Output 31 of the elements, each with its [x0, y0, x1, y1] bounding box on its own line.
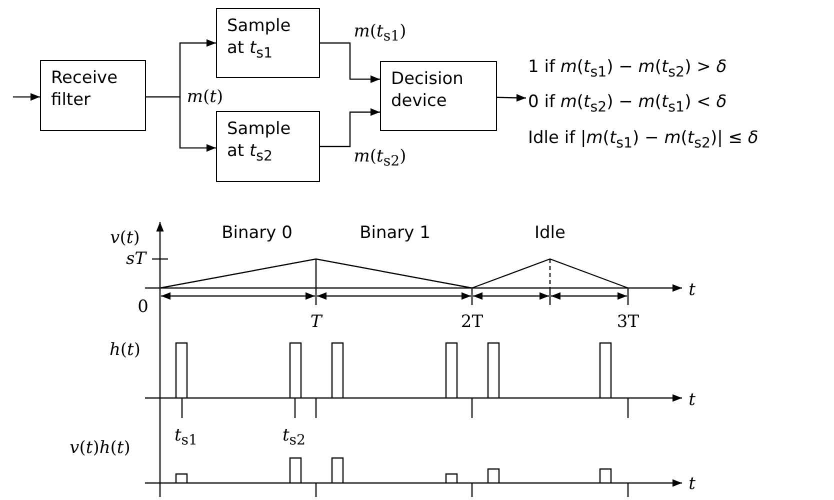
- tick-label: t$_{s1}$: [174, 425, 198, 449]
- edge-label: m(t$_{s2}$): [354, 146, 406, 170]
- axis-label: h(t): [109, 340, 141, 360]
- axis-label: t: [688, 390, 696, 410]
- axis-label: t: [688, 474, 696, 494]
- axis-label: v(t): [110, 228, 140, 248]
- tick-label: t$_{s2}$: [282, 425, 306, 449]
- process-box: Sample at t$_{s1}$: [216, 8, 320, 78]
- condition-text: 0 if m(t$_{s2}$) − m(t$_{s1}$) < δ: [528, 91, 728, 118]
- axis-label: v(t)h(t): [70, 438, 130, 458]
- condition-text: Idle if |m(t$_{s1}$) − m(t$_{s2}$)| ≤ δ: [528, 126, 760, 154]
- tick-label: T: [310, 312, 322, 332]
- segment-label: Idle: [534, 223, 566, 243]
- arrow: [146, 96, 216, 152]
- arrow: [13, 93, 40, 101]
- process-box: Decision device: [380, 61, 497, 131]
- process-box: Sample at t$_{s2}$: [216, 111, 320, 182]
- tick-label: sT: [126, 249, 146, 269]
- edge-label: m(t$_{s1}$): [354, 21, 406, 45]
- arrow: [320, 42, 380, 84]
- signal-label: m(t): [186, 87, 224, 107]
- condition-text: 1 if m(t$_{s1}$) − m(t$_{s2}$) > δ: [528, 56, 728, 82]
- process-box: Receive filter: [40, 60, 146, 131]
- segment-label: Binary 1: [360, 223, 430, 243]
- axis-label: t: [688, 280, 696, 300]
- arrow: [496, 94, 526, 102]
- tick-label: 0: [138, 297, 148, 317]
- arrow: [320, 108, 380, 148]
- segment-label: Binary 0: [222, 223, 292, 243]
- tick-label: 3T: [616, 312, 640, 332]
- tick-label: 2T: [460, 312, 484, 332]
